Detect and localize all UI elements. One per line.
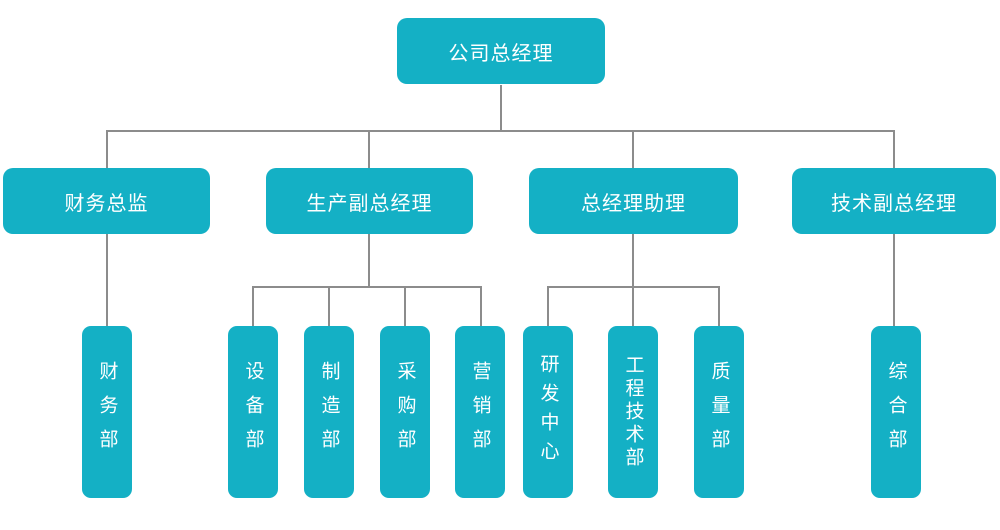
connector-finance-dept bbox=[106, 232, 108, 326]
node-manufacturing-dept: 制造部 bbox=[304, 326, 354, 498]
node-production-vice-gm: 生产副总经理 bbox=[266, 168, 473, 234]
connector-level2-bus bbox=[106, 130, 895, 132]
connector-production-stem bbox=[368, 232, 370, 288]
node-finance-dept: 财务部 bbox=[82, 326, 132, 498]
node-label: 工程技术部 bbox=[622, 354, 644, 470]
node-company-general-manager: 公司总经理 bbox=[397, 18, 605, 84]
connector-drop-engineering bbox=[632, 286, 634, 326]
node-label: 总经理助理 bbox=[581, 192, 686, 215]
connector-drop-production-vp bbox=[368, 130, 370, 168]
connector-drop-quality bbox=[718, 286, 720, 326]
connector-drop-finance-director bbox=[106, 130, 108, 168]
node-label: 综合部 bbox=[885, 361, 907, 463]
node-quality-dept: 质量部 bbox=[694, 326, 744, 498]
node-marketing-dept: 营销部 bbox=[455, 326, 505, 498]
connector-drop-equipment bbox=[252, 286, 254, 326]
connector-general-dept bbox=[893, 232, 895, 326]
node-technical-vice-gm: 技术副总经理 bbox=[792, 168, 996, 234]
connector-drop-rd-center bbox=[547, 286, 549, 326]
connector-drop-tech-vp bbox=[893, 130, 895, 168]
connector-assistant-stem bbox=[632, 232, 634, 288]
node-equipment-dept: 设备部 bbox=[228, 326, 278, 498]
node-gm-assistant: 总经理助理 bbox=[529, 168, 738, 234]
node-procurement-dept: 采购部 bbox=[380, 326, 430, 498]
node-general-affairs-dept: 综合部 bbox=[871, 326, 921, 498]
connector-drop-marketing bbox=[480, 286, 482, 326]
node-label: 财务总监 bbox=[64, 192, 149, 215]
connector-drop-procurement bbox=[404, 286, 406, 326]
node-label: 技术副总经理 bbox=[831, 192, 957, 215]
connector-production-bus bbox=[252, 286, 482, 288]
node-label: 生产副总经理 bbox=[306, 192, 433, 215]
node-engineering-tech-dept: 工程技术部 bbox=[608, 326, 658, 498]
node-finance-director: 财务总监 bbox=[3, 168, 210, 234]
connector-drop-manufacturing bbox=[328, 286, 330, 326]
node-label: 设备部 bbox=[242, 361, 264, 463]
node-label: 质量部 bbox=[708, 361, 730, 463]
node-label: 公司总经理 bbox=[448, 42, 554, 65]
node-label: 采购部 bbox=[394, 361, 416, 463]
connector-drop-gm-assistant bbox=[632, 130, 634, 168]
node-label: 营销部 bbox=[469, 361, 491, 463]
connector-root-stem bbox=[500, 85, 502, 131]
node-label: 研发中心 bbox=[537, 354, 559, 470]
node-rd-center: 研发中心 bbox=[523, 326, 573, 498]
node-label: 财务部 bbox=[96, 361, 118, 463]
node-label: 制造部 bbox=[318, 361, 340, 463]
